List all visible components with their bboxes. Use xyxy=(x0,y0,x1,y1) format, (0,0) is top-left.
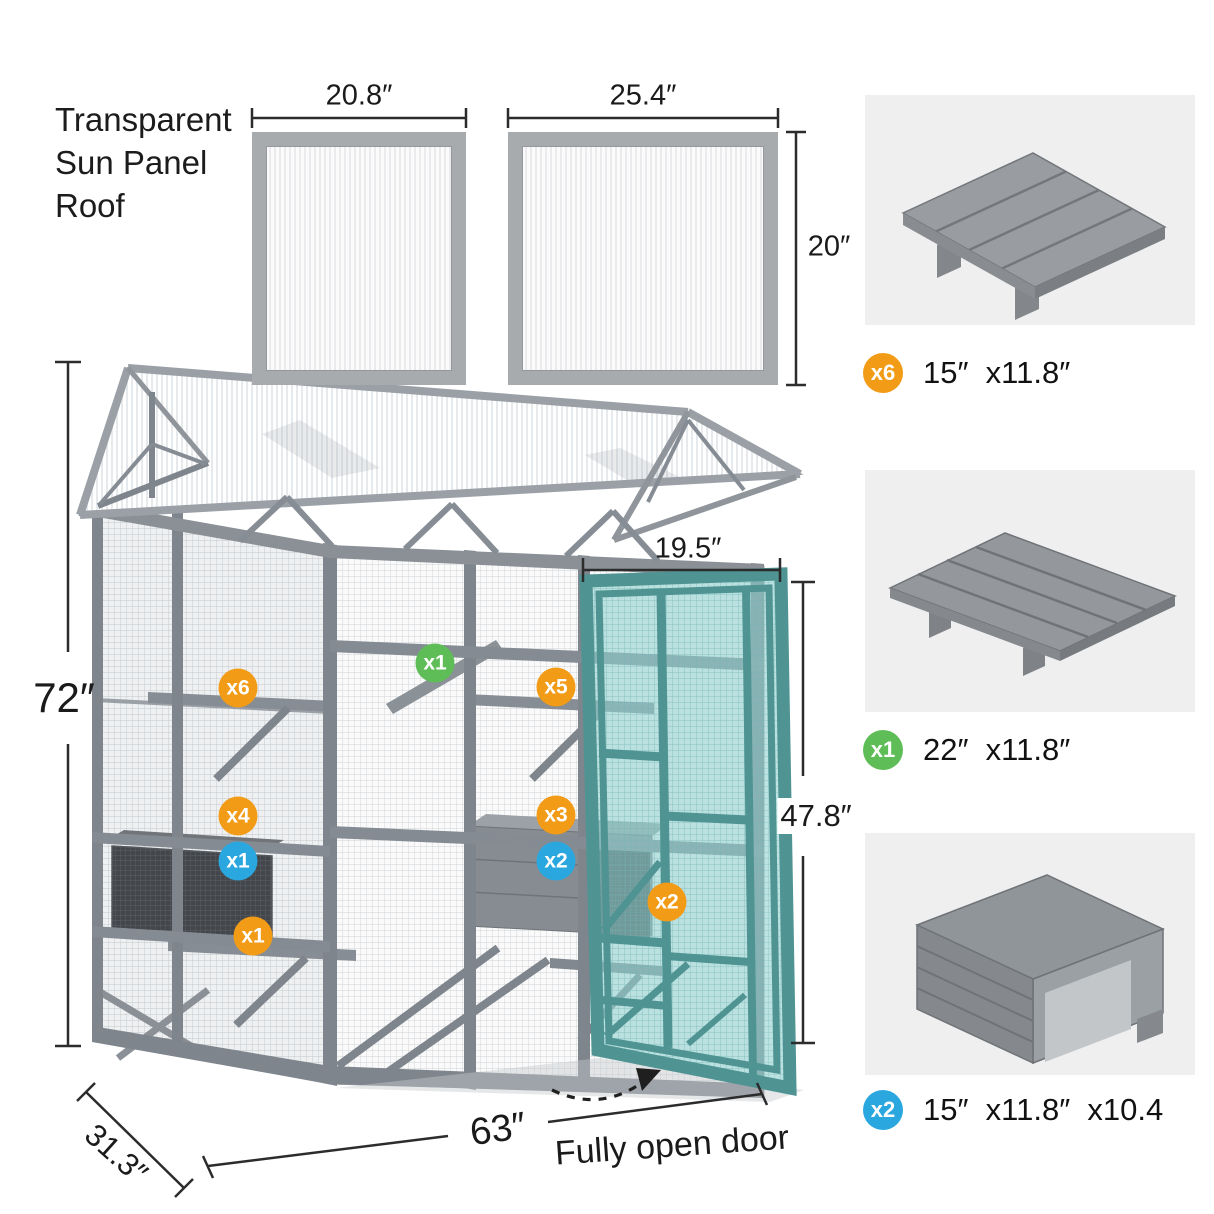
component-card-platform xyxy=(865,95,1195,325)
component-dimensions: 15″ x11.8″ x10.4 xyxy=(923,1092,1164,1127)
component-spec-row: x2 15″ x11.8″ x10.4 xyxy=(863,1090,1163,1130)
hideaway-box-illustration xyxy=(915,874,1165,1065)
sun-panel-large xyxy=(508,132,778,385)
component-spec-row: x6 15″ x11.8″ xyxy=(863,353,1070,393)
platform-illustration xyxy=(901,152,1167,320)
quantity-badge: x3 xyxy=(536,795,576,835)
component-dimensions: 22″ x11.8″ xyxy=(923,732,1071,767)
structure-height-label: 72″ xyxy=(33,674,95,721)
sun-panel-small xyxy=(252,132,466,385)
quantity-badge: x2 xyxy=(647,882,687,922)
quantity-badge: x5 xyxy=(536,667,576,707)
quantity-badge: x4 xyxy=(218,796,258,836)
panel-height-label: 20″ xyxy=(807,230,851,263)
dimension-lines xyxy=(55,108,815,1198)
quantity-badge: x6 xyxy=(218,668,258,708)
quantity-badge: x1 xyxy=(218,841,258,881)
quantity-badge: x2 xyxy=(536,841,576,881)
open-door xyxy=(579,567,797,1096)
quantity-badge: x1 xyxy=(233,916,273,956)
count-badge: x1 xyxy=(863,730,903,770)
count-badge: x2 xyxy=(863,1090,903,1130)
panel2-width-label: 25.4″ xyxy=(609,79,677,112)
page-title: Transparent Sun Panel Roof xyxy=(55,101,232,224)
door-swing-arrow xyxy=(551,1068,661,1102)
panel1-width-label: 20.8″ xyxy=(325,79,393,112)
component-card-hideaway xyxy=(865,833,1195,1075)
count-badge: x6 xyxy=(863,353,903,393)
component-dimensions: 15″ x11.8″ xyxy=(923,355,1071,390)
shelf-illustration xyxy=(888,532,1177,676)
quantity-badge: x1 xyxy=(415,643,455,683)
component-card-shelf xyxy=(865,470,1195,712)
door-height-label: 47.8″ xyxy=(777,798,855,834)
door-width-label: 19.5″ xyxy=(654,532,722,565)
component-spec-row: x1 22″ x11.8″ xyxy=(863,730,1070,770)
structure-width-label: 63″ xyxy=(467,1104,529,1155)
